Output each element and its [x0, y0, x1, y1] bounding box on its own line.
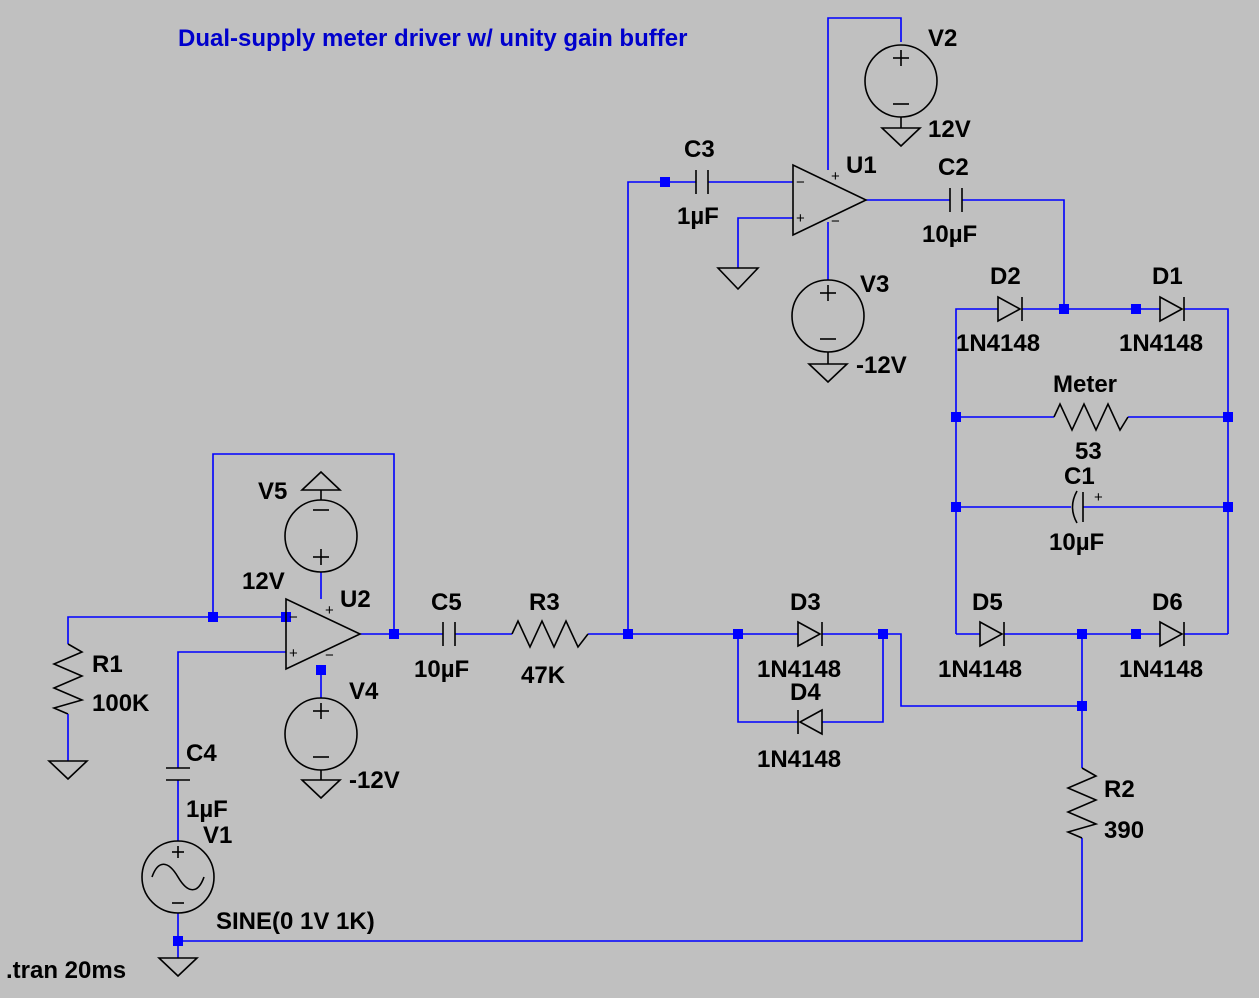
v5-value-label: 12V: [242, 568, 285, 595]
capacitor-c2[interactable]: [949, 188, 963, 212]
v1-ref-label: V1: [203, 822, 232, 849]
d2-ref-label: D2: [990, 263, 1021, 290]
d1-value-label: 1N4148: [1119, 330, 1203, 357]
v4-value-label: -12V: [349, 767, 400, 794]
u1-vpos-pin-mark: +: [831, 168, 840, 185]
u2-ref-label: U2: [340, 586, 371, 613]
voltage-source-v4[interactable]: [284, 697, 358, 780]
d5-ref-label: D5: [972, 589, 1003, 616]
u2-noninv-pin-mark: +: [289, 645, 298, 662]
opamp-u1[interactable]: − + + −: [792, 163, 868, 237]
ground-symbol-v2: [879, 127, 923, 148]
c2-ref-label: C2: [938, 154, 969, 181]
u2-vpos-pin-mark: +: [325, 602, 334, 619]
u1-noninv-pin-mark: +: [796, 210, 805, 227]
d4-ref-label: D4: [790, 679, 821, 706]
c5-ref-label: C5: [431, 589, 462, 616]
v2-ref-label: V2: [928, 25, 957, 52]
ground-symbol-u1: [716, 267, 760, 291]
schematic-title: Dual-supply meter driver w/ unity gain b…: [178, 25, 687, 52]
meter-ref-label: Meter: [1053, 371, 1117, 398]
c1-ref-label: C1: [1064, 463, 1095, 490]
r3-ref-label: R3: [529, 589, 560, 616]
ground-symbol-v4: [299, 779, 343, 800]
ground-symbol-r1: [46, 760, 90, 781]
resistor-meter[interactable]: [1053, 402, 1129, 432]
voltage-source-v3[interactable]: [791, 279, 865, 364]
r2-ref-label: R2: [1104, 776, 1135, 803]
u1-ref-label: U1: [846, 152, 877, 179]
diode-d4[interactable]: [797, 708, 823, 736]
d1-ref-label: D1: [1152, 263, 1183, 290]
d5-value-label: 1N4148: [938, 656, 1022, 683]
v3-value-label: -12V: [856, 352, 907, 379]
v1-value-label: SINE(0 1V 1K): [216, 908, 375, 935]
resistor-r2[interactable]: [1065, 767, 1099, 839]
c1-value-label: 10µF: [1049, 529, 1104, 556]
diode-d1[interactable]: [1159, 295, 1185, 323]
resistor-r3[interactable]: [511, 619, 589, 649]
spice-directive[interactable]: .tran 20ms: [6, 957, 126, 984]
c2-value-label: 10µF: [922, 221, 977, 248]
voltage-source-v2[interactable]: [864, 44, 938, 128]
diode-d3[interactable]: [797, 620, 823, 648]
u1-vneg-pin-mark: −: [831, 213, 840, 230]
v4-ref-label: V4: [349, 678, 379, 705]
v2-value-label: 12V: [928, 116, 971, 143]
r2-value-label: 390: [1104, 817, 1144, 844]
voltage-source-v5[interactable]: [284, 490, 358, 573]
ground-symbol-v5: [299, 470, 343, 491]
wires: [67, 17, 1229, 958]
capacitor-c1[interactable]: +: [1071, 489, 1104, 524]
capacitor-c5[interactable]: [442, 622, 456, 646]
d6-value-label: 1N4148: [1119, 656, 1203, 683]
c3-ref-label: C3: [684, 136, 715, 163]
ground-symbol-v1: [156, 957, 200, 978]
capacitor-c3[interactable]: [695, 170, 709, 194]
d2-value-label: 1N4148: [956, 330, 1040, 357]
resistor-r1[interactable]: [51, 643, 85, 761]
c5-value-label: 10µF: [414, 656, 469, 683]
c1-plus-mark: +: [1094, 489, 1103, 506]
ground-symbol-v3: [806, 363, 850, 384]
meter-value-label: 53: [1075, 438, 1102, 465]
d3-ref-label: D3: [790, 589, 821, 616]
capacitor-c4[interactable]: [166, 767, 190, 781]
r1-ref-label: R1: [92, 651, 123, 678]
c4-value-label: 1µF: [186, 796, 228, 823]
u2-inv-pin-mark: −: [289, 609, 298, 626]
u2-vneg-pin-mark: −: [325, 647, 334, 664]
diode-d6[interactable]: [1159, 620, 1185, 648]
v5-ref-label: V5: [258, 478, 287, 505]
diode-d2[interactable]: [997, 295, 1023, 323]
diode-d5[interactable]: [979, 620, 1005, 648]
u1-inv-pin-mark: −: [796, 174, 805, 191]
d3-value-label: 1N4148: [757, 656, 841, 683]
r1-value-label: 100K: [92, 690, 150, 717]
voltage-source-v1[interactable]: [141, 840, 215, 914]
d4-value-label: 1N4148: [757, 746, 841, 773]
v3-ref-label: V3: [860, 271, 889, 298]
c3-value-label: 1µF: [677, 203, 719, 230]
c4-ref-label: C4: [186, 740, 217, 767]
opamp-u2[interactable]: − + + −: [285, 597, 362, 671]
d6-ref-label: D6: [1152, 589, 1183, 616]
r3-value-label: 47K: [521, 662, 566, 689]
